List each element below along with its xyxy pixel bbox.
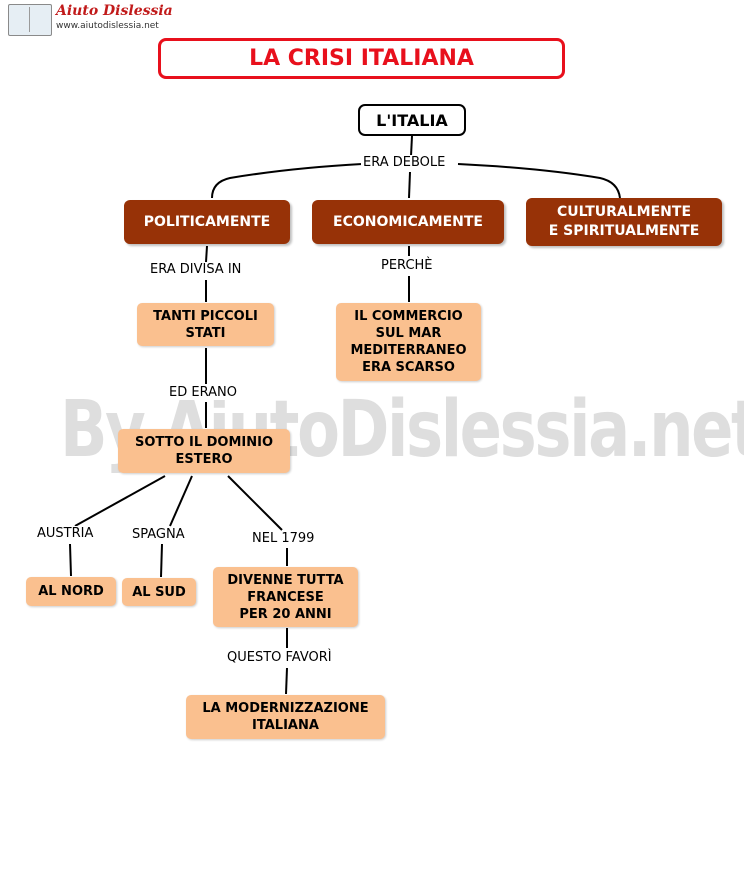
- link-dominio-to-spagna: [169, 475, 193, 527]
- node-commercio: IL COMMERCIO SUL MAR MEDITERRANEO ERA SC…: [336, 303, 481, 381]
- link-dominio-to-1799: [227, 475, 283, 531]
- link-root-down: [410, 135, 413, 157]
- page-title: LA CRISI ITALIANA: [158, 38, 565, 79]
- node-dominio-estero: SOTTO IL DOMINIO ESTERO: [118, 429, 290, 473]
- node-al-nord: AL NORD: [26, 577, 116, 606]
- link-pol-down: [205, 245, 208, 263]
- link-label-spagna: SPAGNA: [130, 527, 187, 542]
- link-era-debole-right: [457, 163, 621, 199]
- node-politicamente: POLITICAMENTE: [124, 200, 290, 244]
- link-spagna-to-sud: [160, 543, 163, 578]
- node-francese: DIVENNE TUTTA FRANCESE PER 20 ANNI: [213, 567, 358, 627]
- site-logo: Aiuto Dislessia www.aiutodislessia.net: [6, 2, 173, 36]
- link-austria-to-nord: [69, 543, 72, 577]
- link-label-perche: PERCHÈ: [379, 258, 435, 273]
- link-era-debole-center: [408, 171, 411, 199]
- link-label-era-divisa-in: ERA DIVISA IN: [148, 262, 244, 277]
- link-label-austria: AUSTRIA: [35, 526, 96, 541]
- node-tanti-piccoli-stati: TANTI PICCOLI STATI: [137, 303, 274, 346]
- link-francese-to-modern: [285, 667, 288, 695]
- root-node-italia: L'ITALIA: [358, 104, 466, 136]
- node-al-sud: AL SUD: [122, 578, 196, 606]
- link-era-debole-left: [211, 163, 363, 199]
- link-label-nel-1799: NEL 1799: [250, 531, 317, 546]
- node-culturalmente: CULTURALMENTE E SPIRITUALMENTE: [526, 198, 722, 246]
- link-label-questo-favori: QUESTO FAVORÌ: [225, 650, 334, 665]
- logo-brand-text: Aiuto Dislessia: [56, 3, 173, 19]
- link-label-era-debole: ERA DEBOLE: [361, 155, 448, 170]
- book-icon: [8, 4, 52, 36]
- node-economicamente: ECONOMICAMENTE: [312, 200, 504, 244]
- node-modernizzazione: LA MODERNIZZAZIONE ITALIANA: [186, 695, 385, 739]
- link-label-ed-erano: ED ERANO: [167, 385, 239, 400]
- logo-url-text: www.aiutodislessia.net: [56, 21, 159, 31]
- link-dominio-to-austria: [74, 475, 166, 527]
